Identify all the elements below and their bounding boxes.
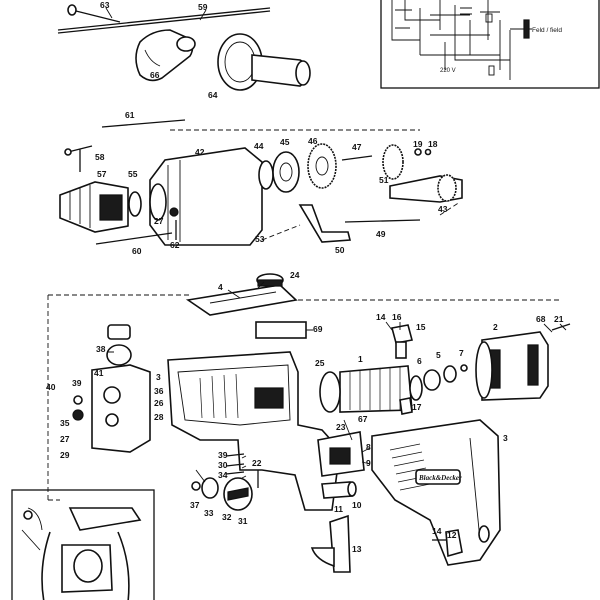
callout-22: 22	[252, 458, 262, 468]
callout-30: 30	[218, 460, 228, 470]
callout-16: 16	[392, 312, 402, 322]
callout-67: 67	[358, 414, 368, 424]
callout-7: 7	[459, 348, 464, 358]
callout-39-lower: 39	[218, 450, 228, 460]
callout-25: 25	[315, 358, 325, 368]
callout-27-upper: 27	[154, 216, 164, 226]
callout-11: 11	[334, 504, 343, 514]
callout-23: 23	[336, 422, 346, 432]
callout-35: 35	[60, 418, 70, 428]
gear-motor-group	[59, 119, 463, 246]
callout-36: 36	[154, 386, 164, 396]
wiring-schematic: Feld / field 220 V	[380, 0, 600, 89]
callout-5: 5	[436, 350, 441, 360]
callout-57: 57	[97, 169, 107, 179]
callout-4: 4	[218, 282, 223, 292]
callout-49: 49	[376, 229, 386, 239]
callout-34: 34	[218, 470, 228, 480]
callout-55: 55	[128, 169, 138, 179]
callout-17: 17	[412, 402, 422, 412]
callout-2: 2	[493, 322, 498, 332]
leader-lines	[105, 7, 567, 479]
callout-62: 62	[170, 240, 180, 250]
callout-59: 59	[198, 2, 208, 12]
inset-detail	[11, 489, 155, 600]
callout-50: 50	[335, 245, 345, 255]
side-handle-group	[57, 4, 311, 91]
callout-18: 18	[428, 139, 438, 149]
callout-19: 19	[413, 139, 423, 149]
callout-6: 6	[417, 356, 422, 366]
callout-3-left: 3	[156, 372, 161, 382]
callout-42: 42	[195, 147, 205, 157]
callout-1: 1	[358, 354, 363, 364]
schematic-voltage-label: 220 V	[440, 68, 456, 74]
callout-24: 24	[290, 270, 300, 280]
callout-labels: 63 59 66 64 61 58 57 55 42 44 45 46 47 1…	[46, 0, 564, 554]
callout-41: 41	[94, 368, 104, 378]
callout-12: 12	[447, 530, 457, 540]
callout-66: 66	[150, 70, 160, 80]
callout-8: 8	[366, 442, 371, 452]
callout-69: 69	[313, 324, 323, 334]
callout-53: 53	[255, 234, 265, 244]
callout-10: 10	[352, 500, 362, 510]
callout-39: 39	[72, 378, 82, 388]
callout-46: 46	[308, 136, 318, 146]
schematic-field-label: Feld / field	[532, 27, 562, 34]
housing-group: Black&Decker	[47, 273, 571, 573]
callout-21: 21	[554, 314, 564, 324]
callout-26: 26	[154, 398, 164, 408]
callout-44: 44	[254, 141, 264, 151]
callout-9: 9	[366, 458, 371, 468]
callout-31: 31	[238, 516, 248, 526]
callout-64: 64	[208, 90, 218, 100]
callout-38: 38	[96, 344, 106, 354]
callout-61: 61	[125, 110, 135, 120]
callout-43: 43	[438, 204, 448, 214]
callout-51: 51	[379, 175, 389, 185]
callout-60: 60	[132, 246, 142, 256]
callout-29: 29	[60, 450, 70, 460]
callout-3-right: 3	[503, 433, 508, 443]
callout-63: 63	[100, 0, 110, 10]
callout-45: 45	[280, 137, 290, 147]
callout-37: 37	[190, 500, 200, 510]
callout-58: 58	[95, 152, 105, 162]
callout-14-upper: 14	[376, 312, 386, 322]
callout-15: 15	[416, 322, 426, 332]
brand-label: Black&Decker	[418, 474, 462, 482]
callout-28: 28	[154, 412, 164, 422]
callout-13: 13	[352, 544, 362, 554]
callout-32: 32	[222, 512, 232, 522]
callout-68: 68	[536, 314, 546, 324]
callout-14-lower: 14	[432, 526, 442, 536]
callout-27-lower: 27	[60, 434, 70, 444]
callout-47: 47	[352, 142, 362, 152]
callout-40: 40	[46, 382, 56, 392]
callout-33: 33	[204, 508, 214, 518]
